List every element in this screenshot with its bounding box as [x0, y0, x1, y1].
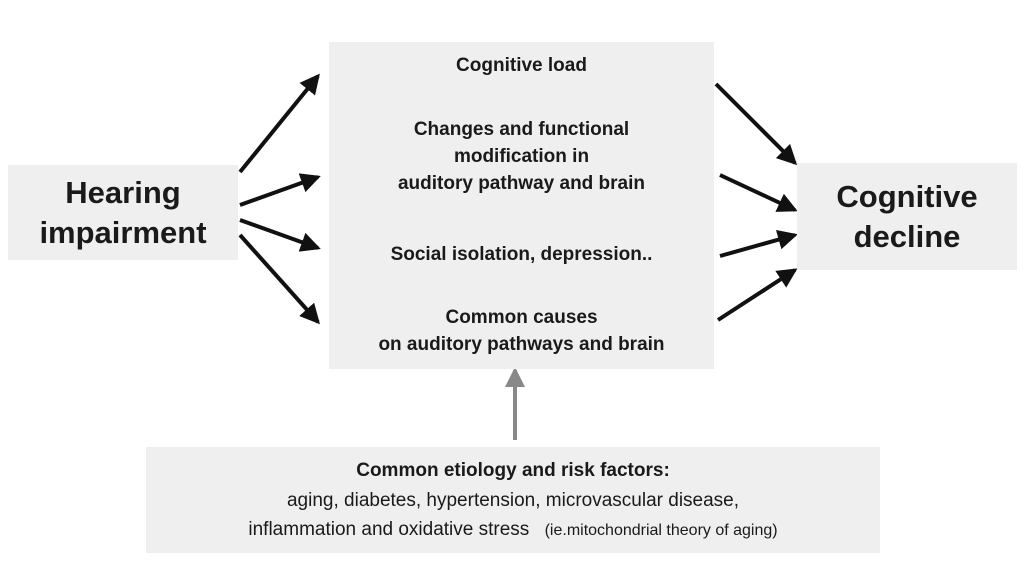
etiology-risk-factors-box: Common etiology and risk factors: aging,… — [146, 447, 880, 553]
mechanisms-box: Cognitive load Changes and functional mo… — [329, 42, 714, 369]
arrow-from-social-isolation — [719, 229, 798, 258]
hearing-impairment-line2: impairment — [39, 214, 207, 250]
arrow-from-changes — [719, 173, 798, 212]
mechanism-text-line: Social isolation, depression.. — [390, 244, 653, 265]
etiology-line2-note: (ie.mitochondrial theory of aging) — [544, 522, 778, 539]
mechanism-social-isolation: Social isolation, depression.. — [329, 241, 714, 268]
etiology-line2: inflammation and oxidative stress (ie.mi… — [146, 516, 880, 545]
hearing-impairment-box: Hearing impairment — [8, 165, 238, 260]
mechanism-changes-functional-modification: Changes and functional modification in a… — [329, 116, 714, 197]
cognitive-decline-line2: decline — [853, 218, 961, 254]
mechanism-text-line: Cognitive load — [456, 55, 587, 76]
mechanism-cognitive-load: Cognitive load — [329, 52, 714, 79]
etiology-line2-text: inflammation and oxidative stress — [248, 519, 530, 540]
mechanism-text-line: modification in — [453, 146, 590, 167]
mechanism-text-line: auditory pathway and brain — [397, 173, 646, 194]
etiology-heading: Common etiology and risk factors: — [356, 460, 670, 481]
mechanism-text-line: Changes and functional — [413, 119, 630, 140]
arrow-from-cognitive-load — [714, 82, 798, 166]
arrow-to-social-isolation — [239, 218, 321, 252]
arrow-to-cognitive-load — [238, 73, 320, 174]
cognitive-decline-box: Cognitive decline — [797, 163, 1017, 270]
arrow-to-changes — [239, 173, 321, 207]
etiology-line1: aging, diabetes, hypertension, microvasc… — [286, 490, 740, 511]
arrow-to-common-causes — [238, 233, 321, 325]
cognitive-decline-line1: Cognitive — [836, 178, 978, 214]
mechanism-text-line: on auditory pathways and brain — [378, 334, 665, 355]
mechanism-common-causes: Common causes on auditory pathways and b… — [329, 304, 714, 358]
mechanism-text-line: Common causes — [445, 307, 598, 328]
hearing-impairment-line1: Hearing — [65, 174, 181, 210]
arrow-from-common-causes — [716, 268, 798, 322]
